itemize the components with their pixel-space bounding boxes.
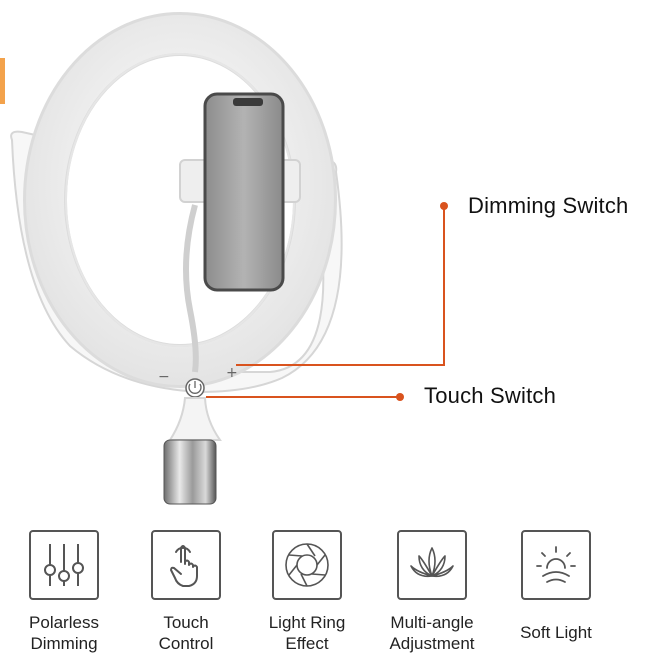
mount-stud [163,439,217,505]
gooseneck [183,204,199,373]
touch-hand-icon [170,545,198,587]
sun-icon [536,546,576,583]
feature-polarless-dimming: Polarless Dimming [2,530,126,654]
feature-soft-light: Soft Light [494,530,618,643]
dimming-callout-line [236,206,445,366]
ring-light [26,15,334,385]
feature-multi-angle-adjustment: Multi-angle Adjustment [370,530,494,654]
ring-light-drawing: − + [10,12,448,505]
feature-touch-control: Touch Control [124,530,248,654]
feature-icon-box [29,530,99,600]
touch-switch-label: Touch Switch [424,383,557,408]
feature-row: Polarless Dimming Touch Control [0,530,660,668]
slider-dimming-icon [44,544,84,586]
edge-accent [0,58,5,104]
feature-label: Soft Light [520,623,592,642]
feature-icon-box [521,530,591,600]
lotus-icon [410,547,454,578]
phone [203,92,285,292]
feature-light-ring-effect: Light Ring Effect [245,530,369,654]
svg-text:+: + [226,365,238,381]
feature-label: Touch Control [158,613,214,653]
feature-icon-box [397,530,467,600]
feature-label: Polarless Dimming [29,613,99,653]
aperture-ring-icon [285,543,329,587]
svg-text:−: − [158,369,170,385]
feature-label: Multi-angle Adjustment [389,613,475,653]
dimming-switch-label: Dimming Switch [468,193,629,218]
feature-icon-box [151,530,221,600]
feature-icon-box [272,530,342,600]
feature-label: Light Ring Effect [268,613,346,653]
